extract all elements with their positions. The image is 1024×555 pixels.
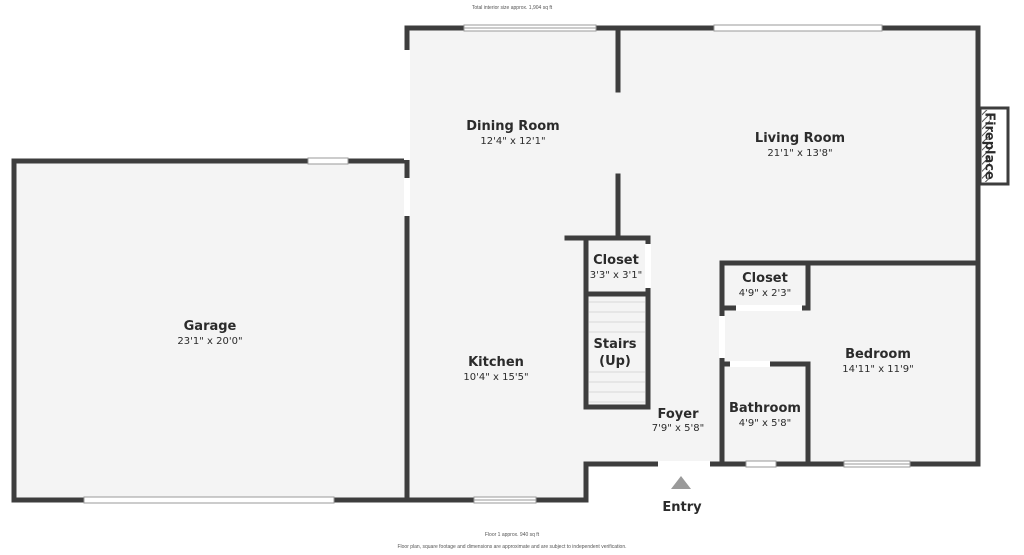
foyer-dims: 7'9" x 5'8": [652, 423, 704, 434]
main-floor: [407, 28, 978, 500]
bathroom-dims: 4'9" x 5'8": [739, 418, 791, 429]
footer-note-2: Floor plan, square footage and dimension…: [397, 544, 626, 550]
window-garage-top: [307, 157, 349, 165]
fireplace-label: Fireplace: [982, 112, 997, 180]
stairs-name: Stairs: [594, 337, 637, 352]
stairs-sub: (Up): [599, 354, 631, 369]
entry-arrow-icon: [671, 476, 691, 489]
living-name: Living Room: [755, 131, 845, 146]
door-bedroom: [719, 316, 725, 358]
header-note: Total interior size approx. 1,904 sq ft: [472, 5, 553, 11]
closet1-name: Closet: [593, 253, 639, 268]
entry-label: Entry: [662, 500, 702, 515]
dining-name: Dining Room: [466, 119, 559, 134]
bathroom-name: Bathroom: [729, 401, 801, 416]
living-dims: 21'1" x 13'8": [767, 148, 832, 159]
footer-note-1: Floor 1 approx. 940 sq ft: [485, 532, 540, 538]
walls: [11, 25, 981, 503]
door-closet2: [736, 305, 802, 311]
floor-areas: [14, 28, 978, 501]
door-garage-kitchen: [404, 178, 410, 216]
door-garage-dining: [404, 50, 410, 160]
closet1-dims: 3'3" x 3'1": [590, 270, 642, 281]
garage-name: Garage: [184, 319, 237, 334]
window-garage-bottom: [83, 496, 335, 504]
kitchen-name: Kitchen: [468, 355, 524, 370]
openings: [83, 24, 911, 504]
closet2-name: Closet: [742, 271, 788, 286]
bedroom-dims: 14'11" x 11'9": [842, 364, 914, 375]
foyer-name: Foyer: [658, 407, 700, 422]
fireplace: Fireplace: [978, 106, 1010, 186]
kitchen-dims: 10'4" x 15'5": [463, 372, 528, 383]
door-closet1: [645, 244, 651, 288]
window-living-top: [713, 24, 883, 32]
door-entry: [658, 461, 710, 467]
window-bath-bottom: [745, 460, 777, 468]
room-labels: Garage 23'1" x 20'0" Dining Room 12'4" x…: [177, 119, 913, 434]
dining-dims: 12'4" x 12'1": [480, 136, 545, 147]
garage-dims: 23'1" x 20'0": [177, 336, 242, 347]
garage-floor: [14, 161, 407, 501]
closet2-dims: 4'9" x 2'3": [739, 288, 791, 299]
door-bathroom: [730, 361, 770, 367]
bedroom-name: Bedroom: [845, 347, 911, 362]
stairs-treads: [589, 301, 645, 403]
